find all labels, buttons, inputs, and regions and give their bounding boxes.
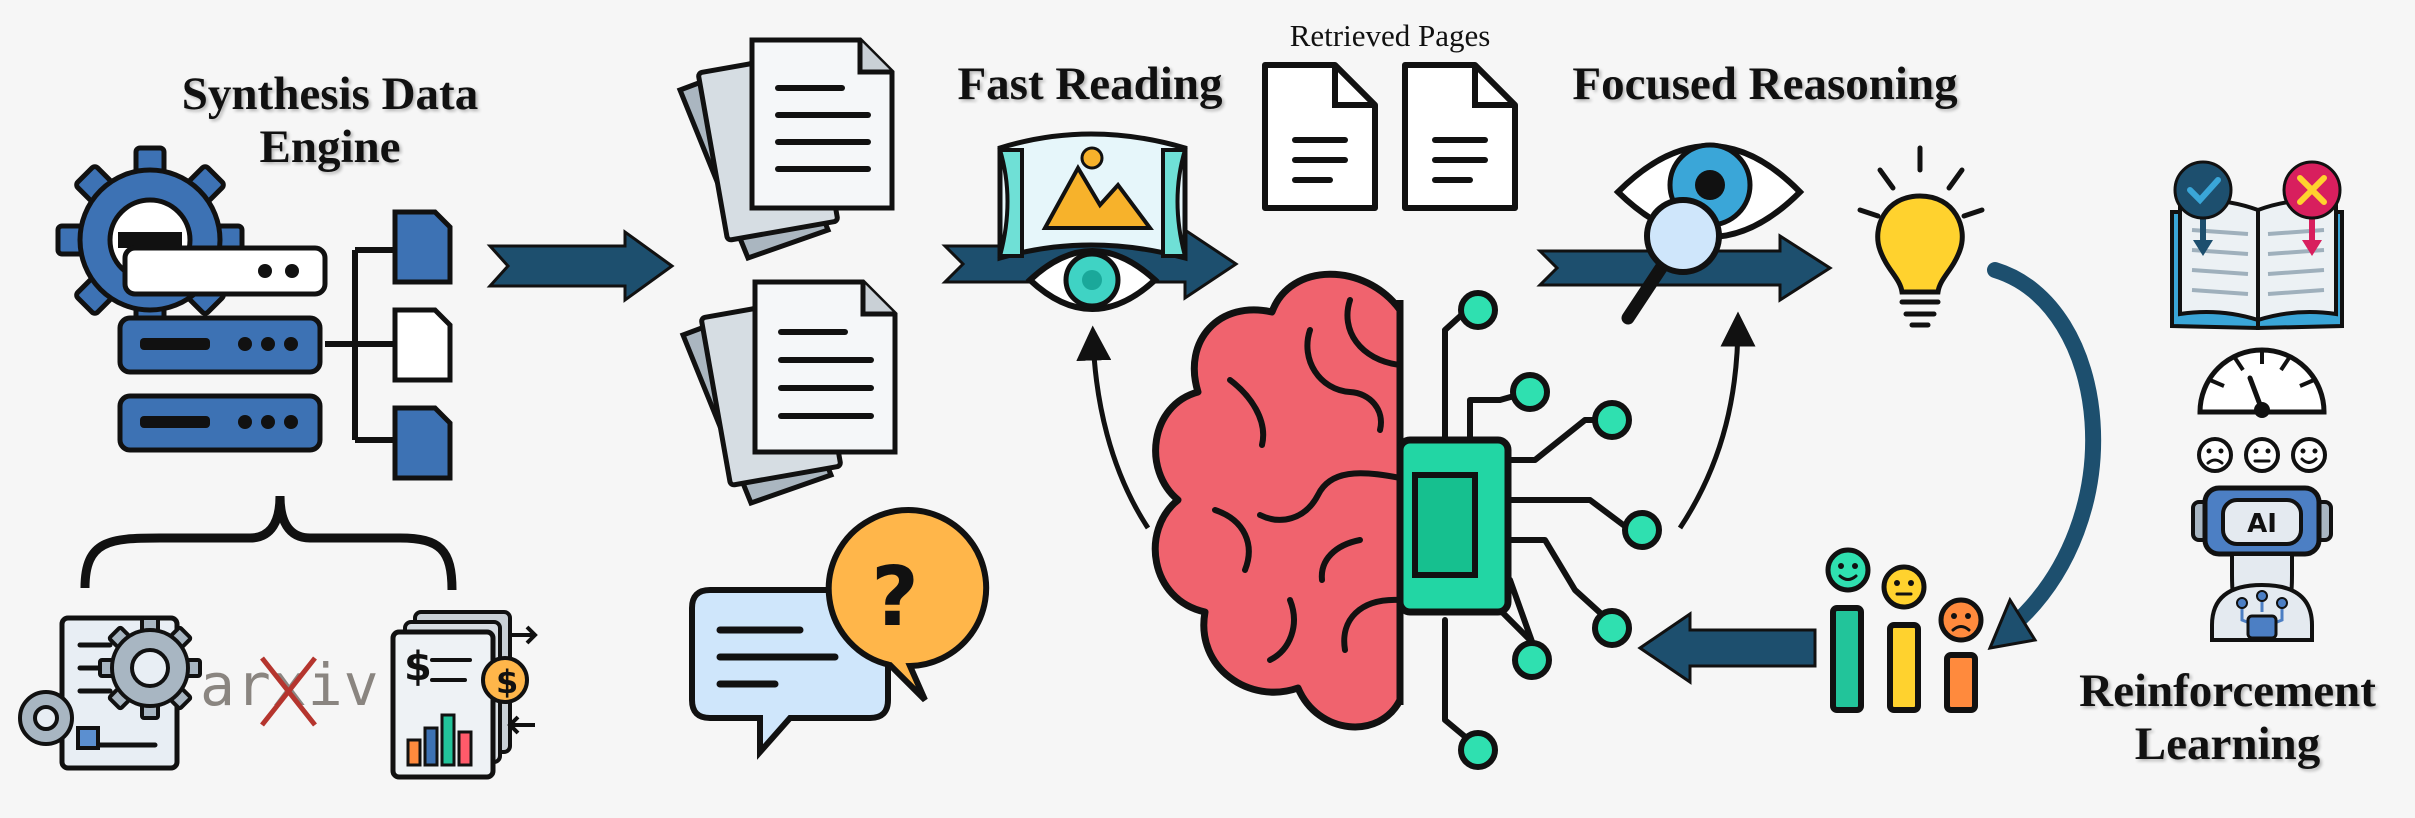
label-reinforcement-line2: Learning xyxy=(2134,717,2321,770)
gear-server-icon xyxy=(55,145,453,481)
document-stack-icon xyxy=(679,279,898,507)
ai-robot-icon: AI xyxy=(2191,485,2333,643)
eye-magnifier-icon xyxy=(1613,142,1805,325)
label-retrieved-pages: Retrieved Pages xyxy=(1289,18,1491,53)
svg-text:$: $ xyxy=(404,644,432,690)
label-focused-reasoning: Focused Reasoning xyxy=(1572,58,1958,110)
svg-text:?: ? xyxy=(871,550,919,645)
label-reinforcement-line1: Reinforcement xyxy=(2079,665,2376,717)
svg-text:arxiv: arxiv xyxy=(200,651,380,719)
feedback-gauge-icon xyxy=(2197,347,2327,473)
document-stack-icon xyxy=(676,37,895,262)
rating-bars-icon xyxy=(1825,547,1984,713)
flow-arrow-engine-to-docs xyxy=(486,229,675,303)
label-reinforcement-learning: Reinforcement Learning xyxy=(2050,665,2405,770)
svg-text:$: $ xyxy=(496,663,518,701)
curly-brace xyxy=(80,495,457,591)
brain-circuit-icon xyxy=(1151,270,1662,770)
svg-text:AI: AI xyxy=(2247,509,2277,539)
retrieved-page-icon xyxy=(1402,62,1518,211)
eye-icon xyxy=(1025,248,1160,312)
finance-report-icon: $ $ xyxy=(390,610,538,780)
label-fast-reading: Fast Reading xyxy=(957,58,1223,110)
correct-wrong-book-icon xyxy=(2170,160,2344,331)
lightbulb-icon xyxy=(1857,145,1985,328)
curved-arrow-rl xyxy=(1987,262,2101,650)
retrieved-page-icon xyxy=(1262,62,1378,211)
question-chat-icon: ? xyxy=(689,507,990,760)
arrow-brain-to-magnifier xyxy=(1677,311,1756,530)
arxiv-logo: arxiv xyxy=(200,651,380,727)
label-synthesis-line2: Engine xyxy=(259,120,401,173)
label-synthesis-data-engine: Synthesis Data Engine xyxy=(150,68,510,173)
document-gear-icon xyxy=(18,615,202,771)
flow-arrow-rl-to-brain xyxy=(1637,611,1817,685)
panorama-image-icon xyxy=(997,131,1188,262)
arrow-brain-to-eye xyxy=(1076,325,1151,530)
label-synthesis-line1: Synthesis Data xyxy=(181,68,479,120)
